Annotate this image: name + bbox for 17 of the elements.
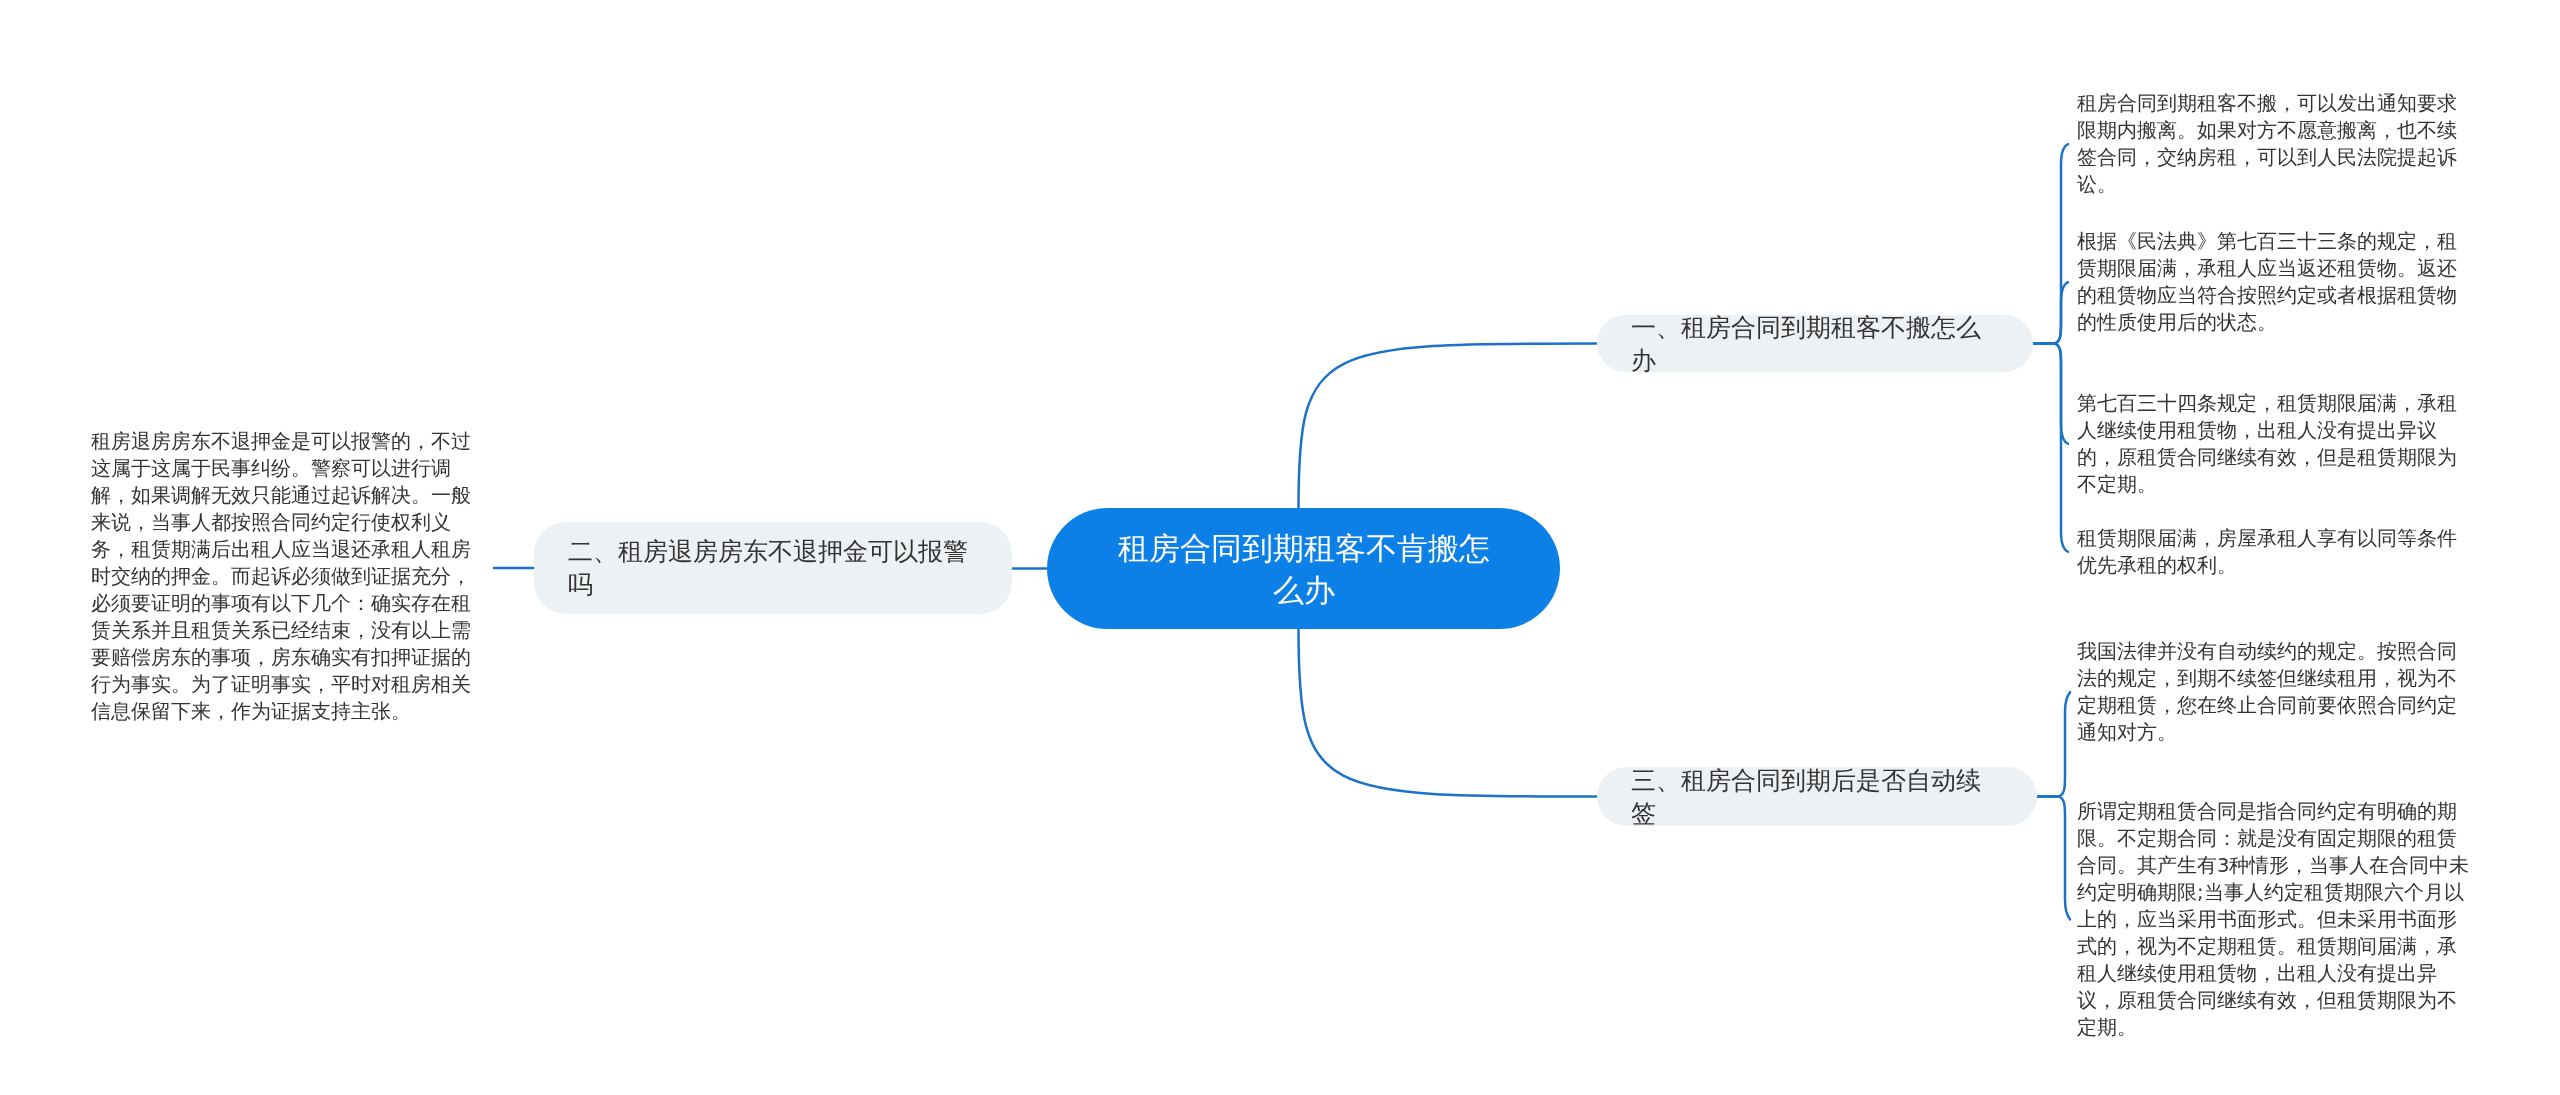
note-text: 租赁期限届满，房屋承租人享有以同等条件优先承租的权利。 (2077, 525, 2475, 579)
topic-box: 三、租房合同到期后是否自动续签 (1597, 767, 2037, 826)
connector-line (1012, 567, 1047, 570)
connector-line (1297, 629, 1597, 798)
connector-line (2037, 795, 2071, 920)
central-topic-box: 租房合同到期租客不肯搬怎么办 (1047, 508, 1560, 629)
note-text: 所谓定期租赁合同是指合同约定有明确的期限。不定期合同：就是没有固定期限的租赁合同。其产生有3种情形，当事人在合同中未约定明确期限;当事人约定租赁期限六个月以上的，应当采用书面形式。但未采用书面形式的，视为不定期租赁。租赁期间届满，承租人继续使用租赁物，出租人没有提出异议，原租赁合同继续有效，但租赁期限为不定期。 (2077, 798, 2475, 1041)
note-text: 租房合同到期租客不搬，可以发出通知要求限期内搬离。如果对方不愿意搬离，也不续签合同，交纳房租，可以到人民法院提起诉讼。 (2077, 90, 2475, 198)
topic-box: 二、租房退房房东不退押金可以报警吗 (534, 522, 1012, 614)
connector-line (1297, 342, 1597, 508)
note-text: 根据《民法典》第七百三十三条的规定，租赁期限届满，承租人应当返还租赁物。返还的租赁物应当符合按照约定或者根据租赁物的性质使用后的状态。 (2077, 228, 2475, 336)
connector-line (493, 566, 534, 570)
topic-box: 一、租房合同到期租客不搬怎么办 (1597, 315, 2033, 372)
connector-line (2033, 342, 2070, 554)
note-text: 租房退房房东不退押金是可以报警的，不过这属于这属于民事纠纷。警察可以进行调解，如果调解无效只能通过起诉解决。一般来说，当事人都按照合同约定行使权利义务，租赁期满后出租人应当退还承租人租房时交纳的押金。而起诉必须做到证据充分，必须要证明的事项有以下几个：确实存在租赁关系并且租赁关系已经结束，没有以上需要赔偿房东的事项，房东确实有扣押证据的行为事实。为了证明事实，平时对租房相关信息保留下来，作为证据支持主张。 (91, 428, 489, 725)
note-text: 我国法律并没有自动续约的规定。按照合同法的规定，到期不续签但继续租用，视为不定期租赁，您在终止合同前要依照合同约定通知对方。 (2077, 638, 2475, 746)
note-text: 第七百三十四条规定，租赁期限届满，承租人继续使用租赁物，出租人没有提出异议的，原租赁合同继续有效，但是租赁期限为不定期。 (2077, 390, 2475, 498)
